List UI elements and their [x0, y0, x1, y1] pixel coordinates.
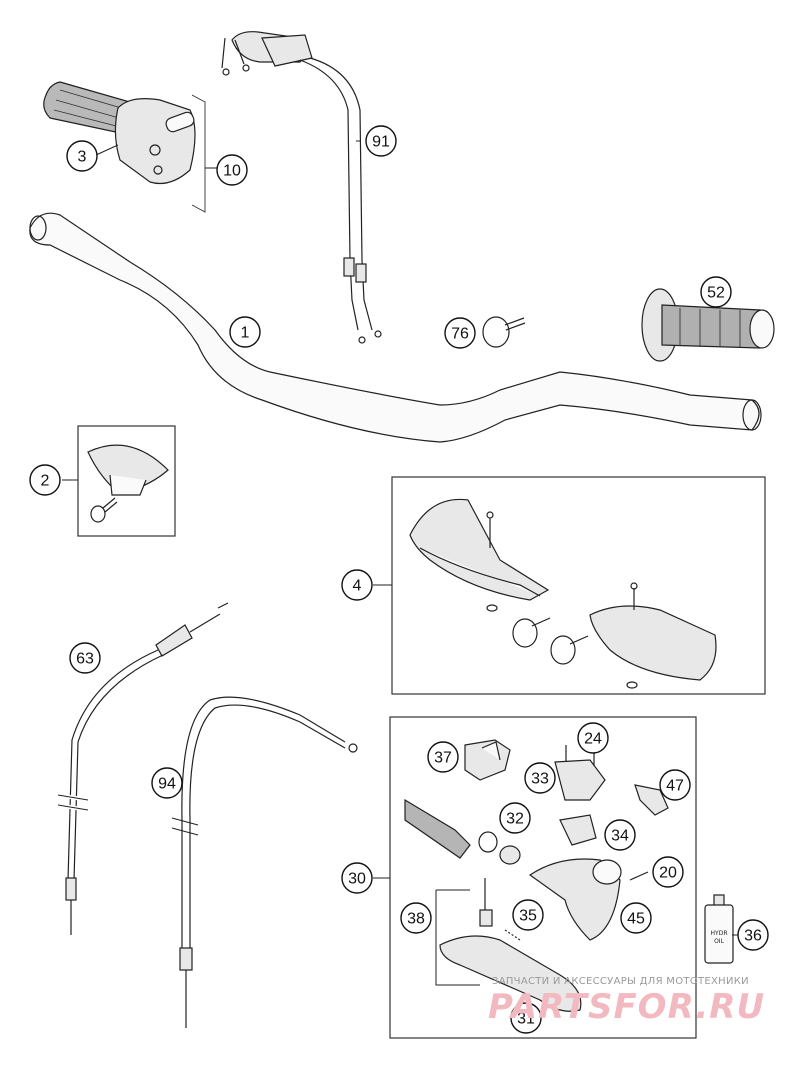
callout-circle — [652, 856, 684, 888]
callout-circle — [427, 741, 459, 773]
callout-34: 34 — [604, 819, 636, 851]
callout-circle — [577, 722, 609, 754]
callout-circle — [69, 642, 101, 674]
callout-circle — [700, 276, 732, 308]
left-grip — [641, 288, 775, 362]
cable-94 — [171, 696, 358, 1028]
callout-number: 2 — [41, 473, 50, 490]
callout-number: 32 — [506, 811, 524, 828]
callout-47: 47 — [659, 769, 691, 801]
callout-number: 30 — [348, 871, 366, 888]
callout-circle — [400, 902, 432, 934]
callout-94: 94 — [151, 767, 183, 799]
callout-37: 37 — [427, 741, 459, 773]
callout-circle — [604, 819, 636, 851]
cable-tie — [482, 316, 526, 348]
callout-number: 36 — [744, 928, 762, 945]
callout-36: 36 — [737, 919, 769, 951]
handlebar — [29, 212, 762, 443]
callout-63: 63 — [69, 642, 101, 674]
callout-circle — [229, 316, 261, 348]
callout-number: 3 — [78, 149, 87, 166]
callout-number: 24 — [584, 731, 602, 748]
callout-circle — [151, 767, 183, 799]
callout-circle — [365, 125, 397, 157]
watermark-caption: ЗАПЧАСТИ И АКСЕССУАРЫ ДЛЯ МОТОТЕХНИКИ — [492, 976, 749, 987]
callout-number: 38 — [407, 911, 425, 928]
callout-24: 24 — [577, 722, 609, 754]
callout-number: 4 — [353, 578, 362, 595]
callout-30: 30 — [341, 862, 373, 894]
hydraulic-oil-bottle: HYDR OIL — [704, 894, 734, 964]
bottle-label-line2: OIL — [714, 938, 724, 945]
callout-number: 33 — [531, 771, 549, 788]
leader-lines — [62, 140, 738, 936]
callout-number: 63 — [76, 651, 94, 668]
callout-number: 91 — [372, 134, 390, 151]
callout-circle — [524, 762, 556, 794]
callout-number: 37 — [434, 750, 452, 767]
callout-number: 52 — [707, 285, 725, 302]
bar-pad-box — [77, 425, 176, 537]
throttle-cables — [221, 31, 382, 344]
callout-circle — [29, 464, 61, 496]
callout-circle — [737, 919, 769, 951]
callout-76: 76 — [444, 317, 476, 349]
callout-38: 38 — [400, 902, 432, 934]
callout-number: 1 — [241, 325, 250, 342]
callout-circle — [499, 802, 531, 834]
callout-20: 20 — [652, 856, 684, 888]
callout-10: 10 — [216, 154, 248, 186]
callout-31: 31 — [510, 1002, 542, 1034]
callout-number: 45 — [627, 911, 645, 928]
callout-circle — [341, 862, 373, 894]
callout-number: 47 — [666, 778, 684, 795]
callout-circle — [510, 1002, 542, 1034]
callout-circle — [620, 902, 652, 934]
master-cylinder-box — [389, 716, 697, 1039]
callout-number: 20 — [659, 865, 677, 882]
throttle-grip — [43, 81, 218, 213]
callout-number: 35 — [519, 908, 537, 925]
callout-circle — [341, 569, 373, 601]
watermark: ЗАПЧАСТИ И АКСЕССУАРЫ ДЛЯ МОТОТЕХНИКИ PA… — [488, 976, 765, 1027]
callout-number: 31 — [517, 1011, 535, 1028]
callout-1: 1 — [229, 316, 261, 348]
callout-52: 52 — [700, 276, 732, 308]
callout-33: 33 — [524, 762, 556, 794]
callout-circle — [659, 769, 691, 801]
callout-number: 34 — [611, 828, 629, 845]
callout-35: 35 — [512, 899, 544, 931]
callout-number: 94 — [158, 776, 176, 793]
callout-circle — [512, 899, 544, 931]
callout-91: 91 — [365, 125, 397, 157]
callout-4: 4 — [341, 569, 373, 601]
callout-circle — [444, 317, 476, 349]
callout-45: 45 — [620, 902, 652, 934]
watermark-logo: PARTSFOR.RU — [488, 987, 765, 1027]
clutch-cable — [57, 602, 229, 935]
hand-guard-box — [391, 476, 766, 695]
callout-32: 32 — [499, 802, 531, 834]
callout-circle — [216, 154, 248, 186]
callout-number: 76 — [451, 326, 469, 343]
bottle-label-line1: HYDR — [711, 930, 728, 937]
callout-3: 3 — [66, 140, 98, 172]
callout-2: 2 — [29, 464, 61, 496]
callout-number: 10 — [223, 163, 241, 180]
callout-circle — [66, 140, 98, 172]
